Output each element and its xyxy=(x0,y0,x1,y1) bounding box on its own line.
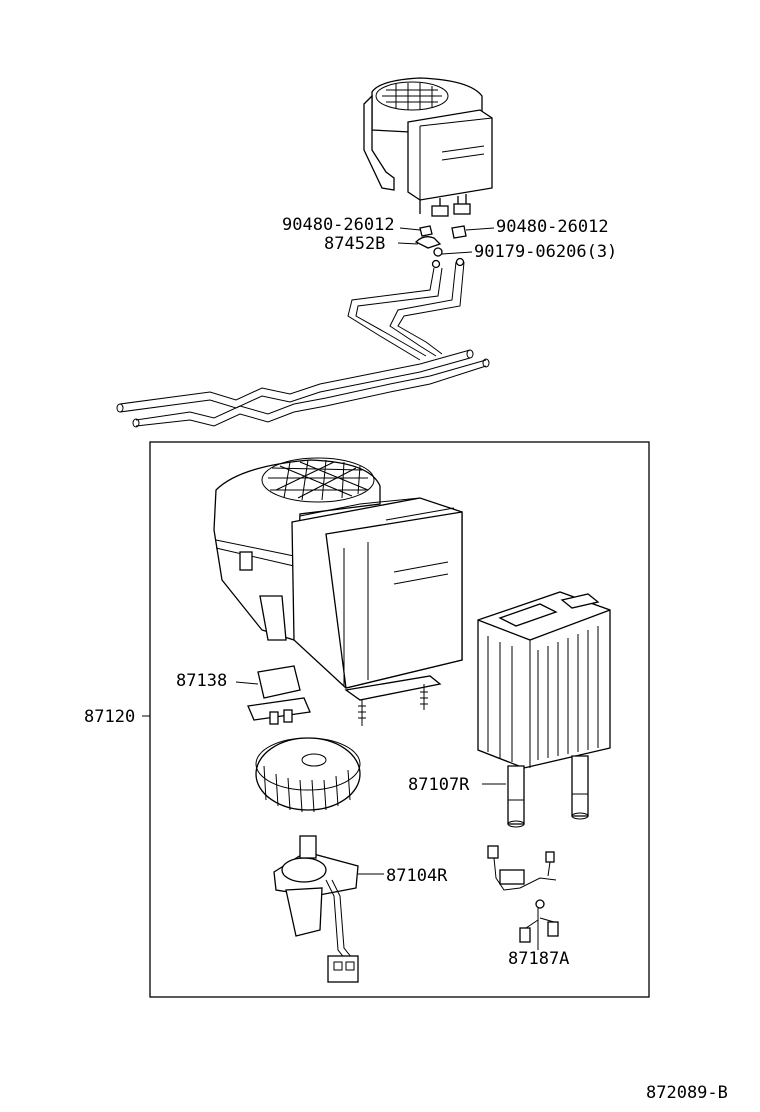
motor-part xyxy=(273,835,359,983)
callout-motor: 87104R xyxy=(386,866,448,886)
callout-heater-core: 87107R xyxy=(408,775,470,795)
callout-resistor: 87138 xyxy=(176,671,227,691)
callout-top-right-nut: 90480-26012 xyxy=(496,217,609,237)
wire-harness xyxy=(487,845,559,950)
heater-core xyxy=(477,591,611,828)
diagram-id: 872089-B xyxy=(646,1083,728,1103)
callout-blower-assy: 87120 xyxy=(84,707,135,727)
fan-wheel xyxy=(255,737,361,813)
top-leader-lines xyxy=(397,227,495,255)
blower-unit xyxy=(213,457,463,726)
callout-top-left-nut: 90480-26012 xyxy=(282,215,395,235)
assembly-frame xyxy=(149,441,650,998)
resistor-part xyxy=(247,665,311,725)
top-fasteners xyxy=(414,225,467,269)
callout-wire-harness: 87187A xyxy=(508,949,569,969)
pipe-assembly xyxy=(116,261,490,428)
callout-bracket: 87452B xyxy=(324,234,385,254)
callout-screw: 90179-06206(3) xyxy=(474,242,617,262)
top-blower-unit xyxy=(363,77,493,217)
